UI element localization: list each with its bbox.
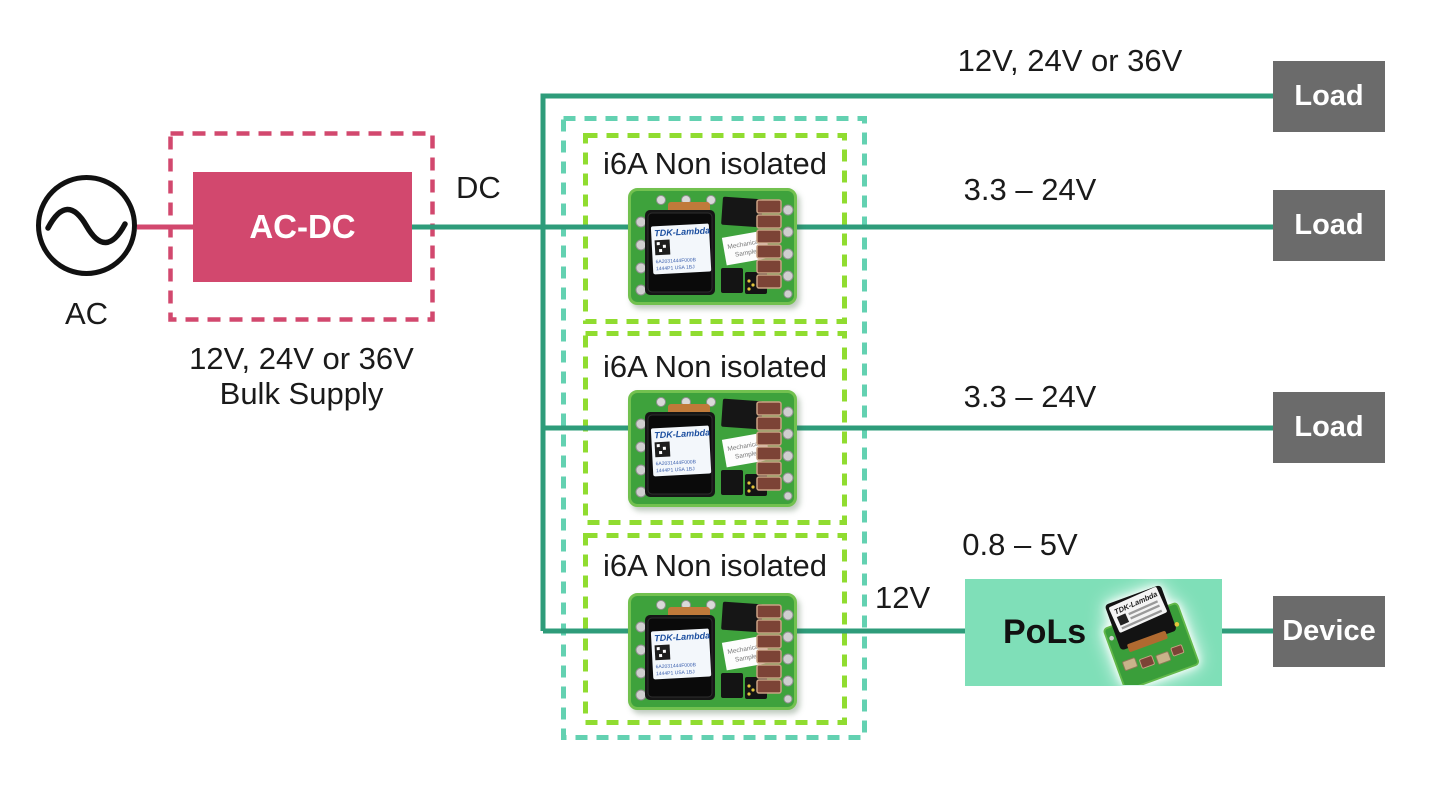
- bulk-supply-caption-line1: 12V, 24V or 36V: [189, 341, 414, 376]
- load2-box: Load: [1273, 190, 1385, 261]
- pols-box: PoLs: [965, 579, 1222, 686]
- pol-module-image: [1094, 580, 1201, 685]
- ac-source-label: AC: [64, 296, 109, 331]
- acdc-converter-box: AC-DC: [193, 172, 412, 282]
- dc-bus-top-wire: [540, 93, 1273, 631]
- device-label: Device: [1282, 615, 1376, 647]
- output4-voltage-label: 0.8 – 5V: [962, 527, 1078, 562]
- module3-label: i6A Non isolated: [602, 548, 828, 583]
- pols-label: PoLs: [1003, 613, 1087, 651]
- ac-source-icon: [36, 175, 137, 276]
- pols-input-voltage-label: 12V: [875, 580, 931, 615]
- i6a-module3-image: [628, 593, 797, 710]
- module1-dashed-enclosure: [583, 133, 847, 324]
- i6a-module2-image: [628, 390, 797, 507]
- i6a-module1-image: [628, 188, 797, 305]
- load3-label: Load: [1294, 411, 1364, 443]
- output3-voltage-label: 3.3 – 24V: [963, 379, 1097, 414]
- bulk-supply-caption-line2: Bulk Supply: [219, 376, 384, 411]
- device-box: Device: [1273, 596, 1385, 667]
- load1-box: Load: [1273, 61, 1385, 132]
- dc-wire-label: DC: [456, 170, 501, 205]
- acdc-converter-label: AC-DC: [249, 208, 356, 245]
- bulk-supply-caption: 12V, 24V or 36V Bulk Supply: [150, 341, 453, 411]
- module2-label: i6A Non isolated: [602, 349, 828, 384]
- output2-voltage-label: 3.3 – 24V: [963, 172, 1097, 207]
- load3-box: Load: [1273, 392, 1385, 463]
- output1-voltage-label: 12V, 24V or 36V: [957, 43, 1183, 78]
- load2-label: Load: [1294, 209, 1364, 241]
- module1-label: i6A Non isolated: [602, 146, 828, 181]
- load1-label: Load: [1294, 80, 1364, 112]
